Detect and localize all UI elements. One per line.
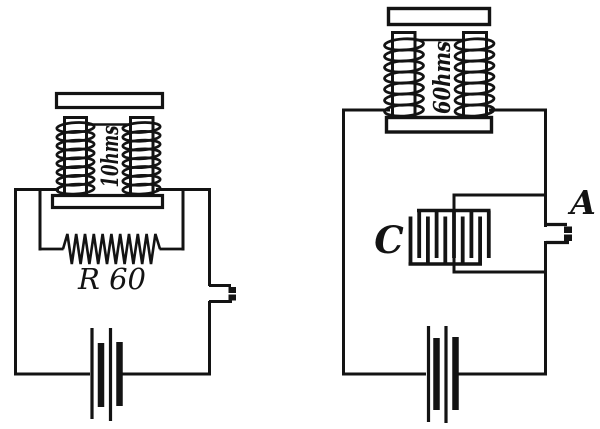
right-coil-label: 60hms [429,41,456,114]
right-battery [426,326,459,423]
right-terminal-A [545,222,572,245]
left-circuit: 10hms R 60 [14,91,236,421]
right-relay: 60hms [382,6,496,134]
right-circuit-wire-loop [342,108,547,376]
terminal-A-label: A [567,183,596,222]
right-terminal-contact [564,234,572,241]
left-terminal [209,284,236,303]
right-circuit: A C [342,6,596,423]
left-coil-label: 10hms [97,125,124,187]
condenser-label: C [374,218,404,262]
left-terminal-contact [228,287,236,293]
left-terminal-contact [228,294,236,301]
coil-windings-left [55,120,96,197]
condenser-fingers [408,210,491,264]
resistor-zigzag [61,233,162,265]
relay-armature [386,6,492,27]
left-circuit-wire-loop [14,188,211,376]
condenser [408,208,491,266]
relay-armature [54,91,165,110]
shunt-resistor-branch [38,191,185,265]
relay-yoke [50,193,165,210]
right-terminal-contact [564,226,572,233]
coil-windings-right [121,120,162,197]
condenser-branch-box [452,193,547,274]
left-resistor-label: R 60 [77,262,146,296]
left-battery [90,328,123,421]
left-relay: 10hms [50,91,165,210]
relay-yoke [384,115,494,134]
